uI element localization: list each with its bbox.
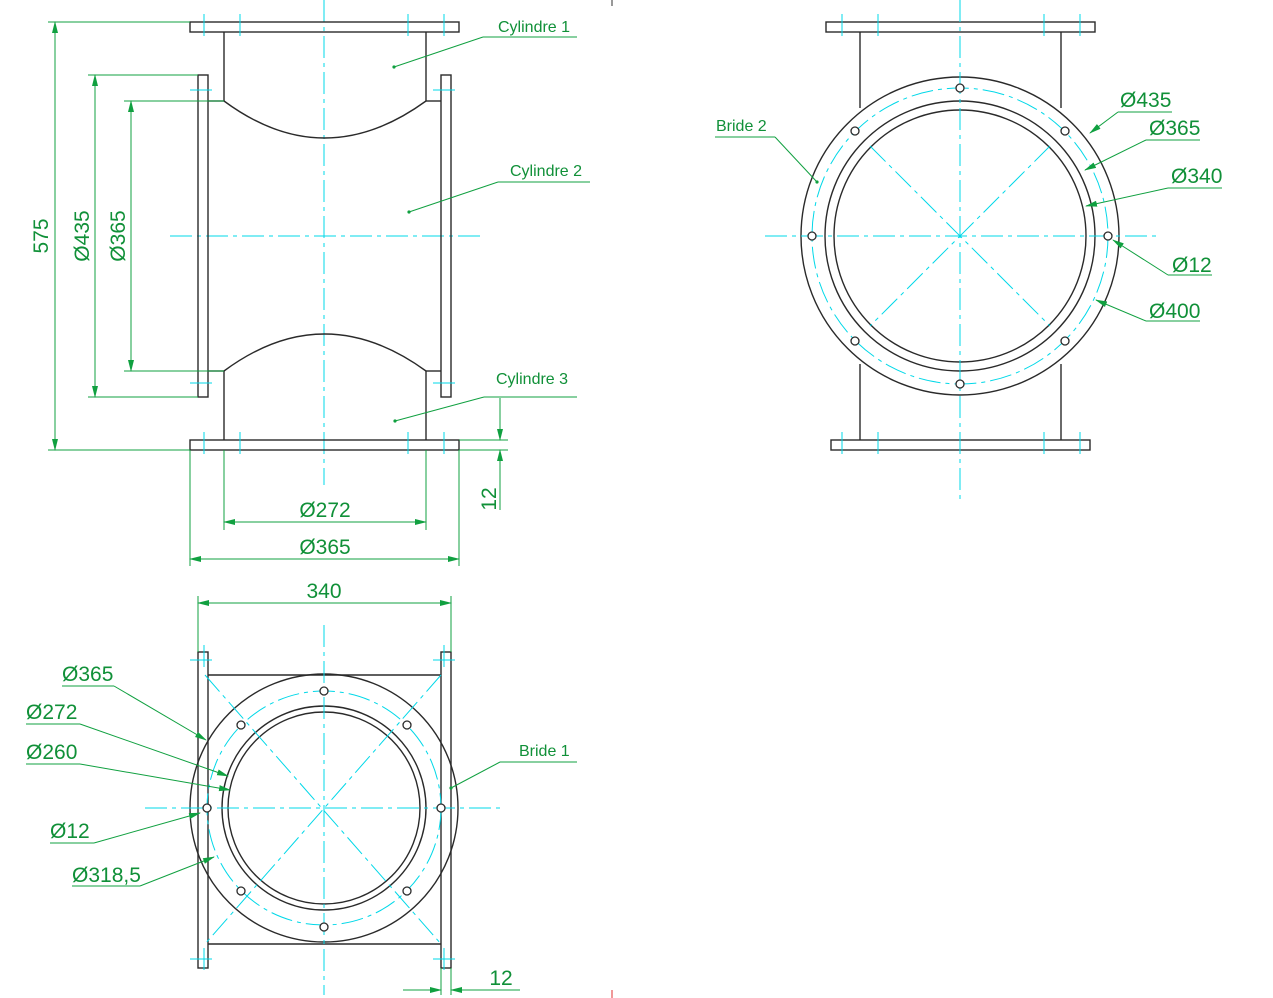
dim-d365-front: Ø365 (107, 210, 130, 261)
label-bride-1: Bride 1 (519, 743, 570, 760)
dim-d365-bottom-view: Ø365 (62, 663, 113, 686)
label-bride-2: Bride 2 (716, 118, 767, 135)
dim-d400-side: Ø400 (1149, 300, 1200, 323)
side-view: Ø435 Ø365 Ø340 Ø12 Ø400 Bride 2 (715, 0, 1222, 500)
dim-d365-side: Ø365 (1149, 117, 1200, 140)
dim-d435-side: Ø435 (1120, 89, 1171, 112)
dim-d260-bottom-view: Ø260 (26, 741, 77, 764)
dim-12-bottom: 12 (489, 967, 512, 990)
dim-d340-side: Ø340 (1171, 165, 1222, 188)
dim-d272-bottom-view: Ø272 (26, 701, 77, 724)
dim-575: 575 (30, 218, 53, 253)
dim-d318-bottom-view: Ø318,5 (72, 864, 141, 887)
label-cylindre-2: Cylindre 2 (510, 163, 582, 180)
dim-12-front: 12 (478, 487, 501, 510)
dim-d365-bottom: Ø365 (299, 536, 350, 559)
bottom-view: 340 12 Ø365 Ø272 Ø260 Ø12 Ø318,5 Bride 1 (26, 580, 577, 995)
dim-d12-bottom-view: Ø12 (50, 820, 90, 843)
dim-d272-front: Ø272 (299, 499, 350, 522)
front-view: 575 Ø435 Ø365 Ø272 Ø365 12 Cylindre 1 (30, 0, 590, 566)
label-cylindre-1: Cylindre 1 (498, 19, 570, 36)
dim-340: 340 (306, 580, 341, 603)
dim-d435-front: Ø435 (71, 210, 94, 261)
label-cylindre-3: Cylindre 3 (496, 371, 568, 388)
dim-d12-side: Ø12 (1172, 254, 1212, 277)
